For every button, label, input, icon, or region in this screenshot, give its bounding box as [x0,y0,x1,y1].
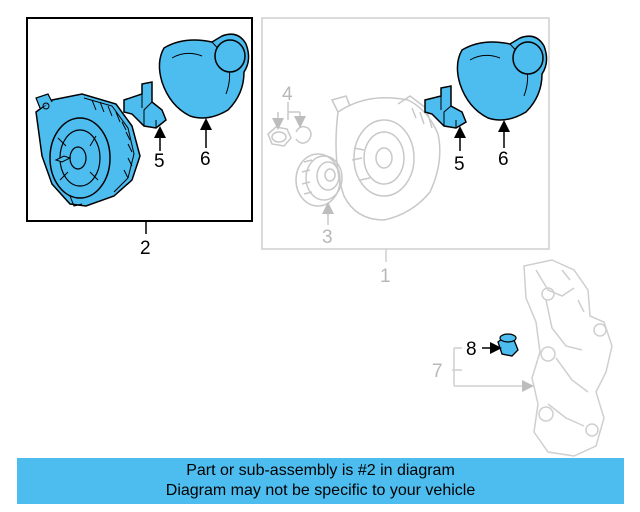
banner-line-2: Diagram may not be specific to your vehi… [165,482,476,499]
callout-1-label: 1 [380,266,391,287]
callout-2-label: 2 [140,238,151,259]
alternator-part-2 [35,93,141,207]
bracket-part-5-right [424,85,467,129]
banner-line-1: Part or sub-assembly is #2 in diagram [186,462,455,479]
bolt-part-8 [497,333,519,357]
cover-part-6-right [456,35,548,121]
assembly-2-group [26,17,253,234]
pulley-part-3 [295,153,343,207]
assembly-2-frame [26,17,253,222]
info-banner: Part or sub-assembly is #2 in diagram Di… [17,458,624,504]
bracket-part-5-left [123,81,167,129]
nut-part-4 [267,125,312,147]
callout-7-label: 7 [432,361,443,382]
callout-5a-label: 5 [154,151,165,172]
callout-6b-label: 6 [498,149,509,170]
callout-5b-label: 5 [454,154,465,175]
assembly-1-frame [261,17,550,250]
cover-part-6-left [158,33,250,119]
assembly-1-group [261,17,550,262]
callout-4-label: 4 [282,84,293,105]
alternator-ghost [330,95,441,221]
callout-3-label: 3 [322,227,333,248]
mount-bracket-group [452,259,613,457]
callout-6a-label: 6 [200,149,211,170]
mount-bracket-ghost [523,259,613,457]
callout-8-label: 8 [466,339,477,360]
